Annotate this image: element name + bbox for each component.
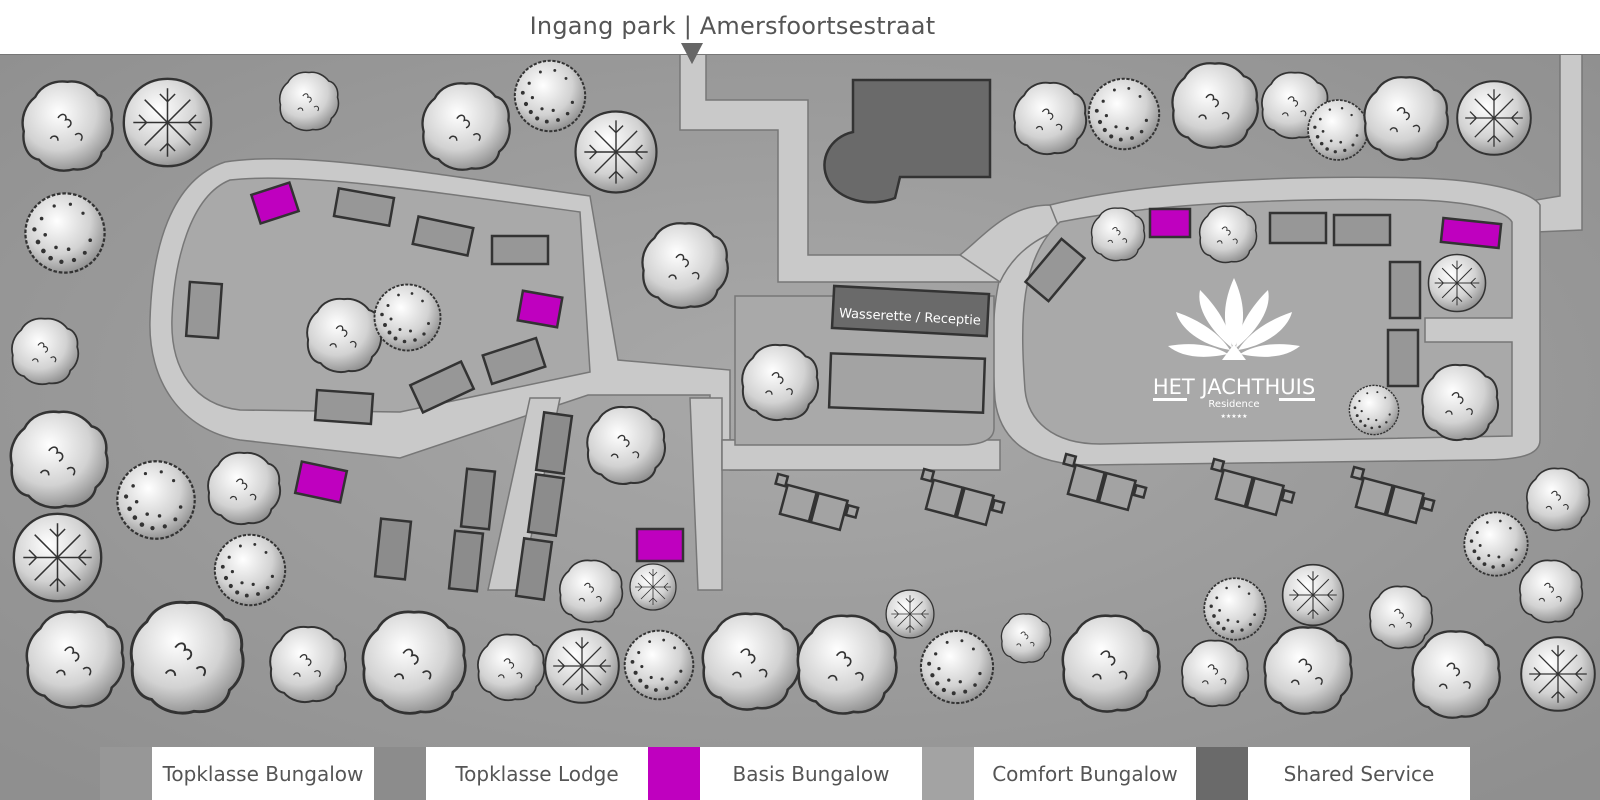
legend-label: Basis Bungalow <box>700 747 922 800</box>
legend-item-topklasse-bungalow: Topklasse Bungalow <box>100 747 374 800</box>
east-connector-path <box>958 204 1061 284</box>
legend-label: Shared Service <box>1248 747 1470 800</box>
legend-item-shared-service: Shared Service <box>1196 747 1470 800</box>
het-jachthuis-logo: HET JACHTHUIS Residence ★★★★★ <box>1153 278 1315 420</box>
legend-item-comfort-bungalow: Comfort Bungalow <box>922 747 1196 800</box>
legend-swatch <box>374 747 426 800</box>
logo-subtitle: Residence <box>1208 399 1259 410</box>
legend-label: Topklasse Lodge <box>426 747 648 800</box>
logo-name: HET JACHTHUIS <box>1153 375 1315 399</box>
west-bungalows <box>184 186 550 426</box>
shared-service-buildings <box>823 78 992 414</box>
comfort-bungalows <box>774 452 1436 532</box>
shared-service-annex <box>827 352 987 414</box>
legend-swatch <box>100 747 152 800</box>
legend-swatch <box>922 747 974 800</box>
legend-swatch <box>1196 747 1248 800</box>
wasserette-receptie-building <box>830 284 991 338</box>
south-lane-path <box>689 397 723 591</box>
map-legend: Topklasse Bungalow Topklasse Lodge Basis… <box>100 747 1470 800</box>
logo-stars: ★★★★★ <box>1221 413 1248 420</box>
wasserette-receptie-label: Wasserette / Receptie <box>839 306 982 328</box>
legend-item-topklasse-lodge: Topklasse Lodge <box>374 747 648 800</box>
lodges <box>373 410 574 602</box>
legend-label: Comfort Bungalow <box>974 747 1196 800</box>
legend-label: Topklasse Bungalow <box>152 747 374 800</box>
basis-bungalows <box>249 180 1503 563</box>
legend-item-basis-bungalow: Basis Bungalow <box>648 747 922 800</box>
legend-swatch <box>648 747 700 800</box>
shared-service-main-building <box>823 78 992 204</box>
east-bungalows <box>1023 211 1422 388</box>
entrance-header: Ingang park | Amersfoortsestraat <box>0 0 1600 55</box>
entrance-label: Ingang park | Amersfoortsestraat <box>529 12 936 40</box>
